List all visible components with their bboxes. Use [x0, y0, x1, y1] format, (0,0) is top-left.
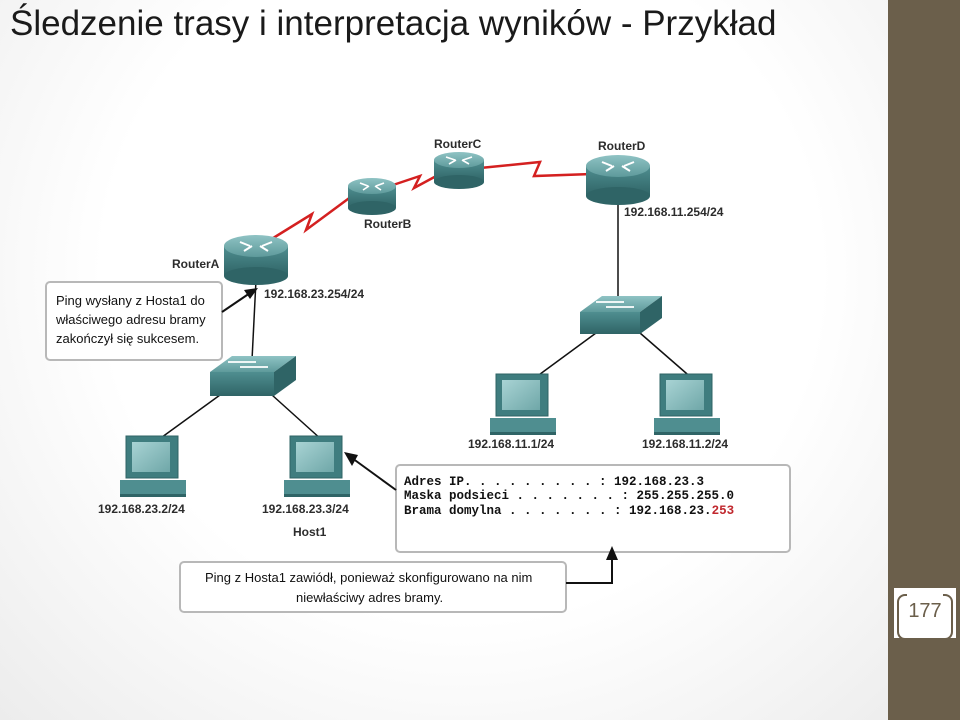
arrow-to-gateway-shaft	[221, 292, 251, 313]
network-diagram: RouterA RouterB RouterC RouterD 192.168.…	[45, 137, 791, 613]
serial-link-c-d	[479, 160, 593, 178]
ipconfig-ip-line: Adres IP. . . . . . . . . : 192.168.23.3	[404, 475, 704, 489]
ipconfig-box: Adres IP. . . . . . . . . : 192.168.23.3…	[395, 464, 791, 553]
callout-success-line-2: właściwego adresu bramy	[55, 312, 206, 327]
pc-right-2-address: 192.168.11.2/24	[642, 437, 728, 451]
router-b-label: RouterB	[364, 217, 412, 231]
switch-left-icon	[210, 356, 296, 396]
router-c-icon	[434, 152, 484, 189]
ipconfig-gateway-line: Brama domylna . . . . . . . : 192.168.23…	[404, 504, 734, 518]
pc-right-2-icon	[654, 373, 720, 435]
switch-right-icon	[580, 296, 662, 334]
slide-title: Śledzenie trasy i interpretacja wyników …	[10, 4, 777, 43]
callout-fail-line-1: Ping z Hosta1 zawiódł, ponieważ skonfigu…	[205, 570, 532, 585]
arrow-fail-to-config-head	[606, 546, 618, 560]
arrow-to-host1-head	[344, 452, 358, 466]
link-switchR-pc1	[531, 332, 597, 381]
arrow-to-host1-shaft	[351, 457, 397, 491]
pc-right-1-icon	[490, 373, 556, 435]
host1-label: Host1	[293, 525, 327, 539]
ipconfig-mask-line: Maska podsieci . . . . . . . : 255.255.2…	[404, 489, 734, 503]
callout-ping-fail: Ping z Hosta1 zawiódł, ponieważ skonfigu…	[179, 561, 567, 613]
link-switch-host1	[271, 394, 323, 441]
router-a-gateway-address: 192.168.23.254/24	[264, 287, 364, 301]
host1-address: 192.168.23.3/24	[262, 502, 349, 516]
ipconfig-gateway-prefix: Brama domylna . . . . . . . : 192.168.23…	[404, 504, 712, 518]
pc-left-address: 192.168.23.2/24	[98, 502, 185, 516]
router-b-icon	[348, 178, 396, 215]
serial-link-b-c	[389, 172, 441, 191]
router-d-gateway-address: 192.168.11.254/24	[624, 205, 724, 219]
pc-right-1-address: 192.168.11.1/24	[468, 437, 554, 451]
ipconfig-gateway-wrong-octet: 253	[712, 504, 735, 518]
host1-pc-icon	[284, 435, 350, 497]
router-d-label: RouterD	[598, 139, 646, 153]
link-routerA-switch	[251, 279, 257, 361]
page-number-bracket-left	[897, 594, 907, 640]
page-number-bracket-right	[943, 594, 953, 640]
arrow-to-gateway-head	[244, 288, 258, 299]
router-a-icon	[224, 235, 288, 285]
serial-link-a-b	[269, 194, 353, 242]
page-number: 177	[908, 600, 942, 622]
router-a-label: RouterA	[172, 257, 220, 271]
callout-success-line-3: zakończył się sukcesem.	[56, 331, 199, 346]
link-switchR-pc2	[639, 332, 695, 381]
callout-ping-success: Ping wysłany z Hosta1 do właściwego adre…	[45, 281, 223, 361]
callout-fail-line-2: niewłaściwy adres bramy.	[296, 590, 443, 605]
link-switch-pcleft	[157, 394, 221, 441]
pc-left-icon	[120, 435, 186, 497]
callout-success-line-1: Ping wysłany z Hosta1 do	[56, 293, 205, 308]
router-c-label: RouterC	[434, 137, 482, 151]
arrow-fail-to-config-shaft	[566, 558, 613, 584]
router-d-icon	[586, 155, 650, 205]
